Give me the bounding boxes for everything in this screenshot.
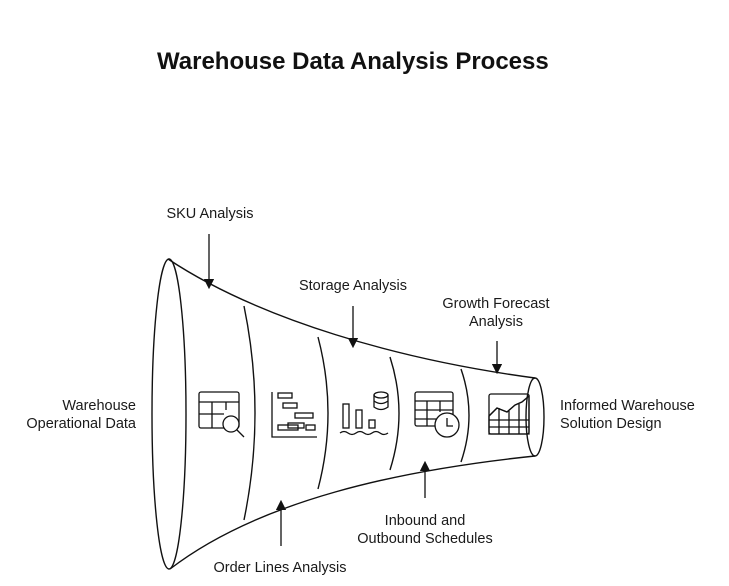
input-label-line-2: Operational Data [26, 416, 136, 432]
gantt-chart-icon [271, 392, 317, 438]
stage-label-line: Growth Forecast [442, 296, 550, 312]
funnel-outlet [525, 377, 545, 457]
table-clock-icon [414, 391, 460, 438]
stage-label-sku-analysis: SKU Analysis [150, 205, 270, 223]
funnel-mouth [151, 258, 187, 570]
output-label: Informed Warehouse Solution Design [560, 397, 695, 433]
stage-label-line: Outbound Schedules [357, 531, 493, 547]
input-label: Warehouse Operational Data [22, 397, 136, 433]
line-chart-grid-icon [488, 393, 530, 435]
stage-label-storage-analysis: Storage Analysis [283, 277, 423, 295]
input-label-line-1: Warehouse [62, 398, 136, 414]
stage-label-line: Order Lines Analysis [213, 560, 347, 576]
stage-label-line: SKU Analysis [166, 206, 254, 222]
stage-divider-2 [317, 336, 329, 490]
output-label-line-1: Informed Warehouse [560, 398, 695, 414]
funnel-bottom-edge [169, 455, 536, 570]
stage-label-line: Inbound and [384, 513, 466, 529]
stage-divider-1 [243, 305, 256, 521]
stage-label-inbound-outbound: Inbound and Outbound Schedules [345, 512, 505, 548]
stage-divider-3 [389, 356, 400, 471]
stage-label-line: Analysis [469, 314, 523, 330]
output-label-line-2: Solution Design [560, 416, 662, 432]
stage-label-growth-forecast: Growth Forecast Analysis [426, 295, 566, 331]
page-title: Warehouse Data Analysis Process [157, 48, 549, 75]
stage-divider-4 [460, 368, 470, 463]
bar-chart-database-icon [339, 391, 389, 436]
table-search-icon [198, 391, 245, 438]
stage-label-order-lines-analysis: Order Lines Analysis [190, 559, 370, 577]
stage-label-line: Storage Analysis [298, 278, 407, 294]
